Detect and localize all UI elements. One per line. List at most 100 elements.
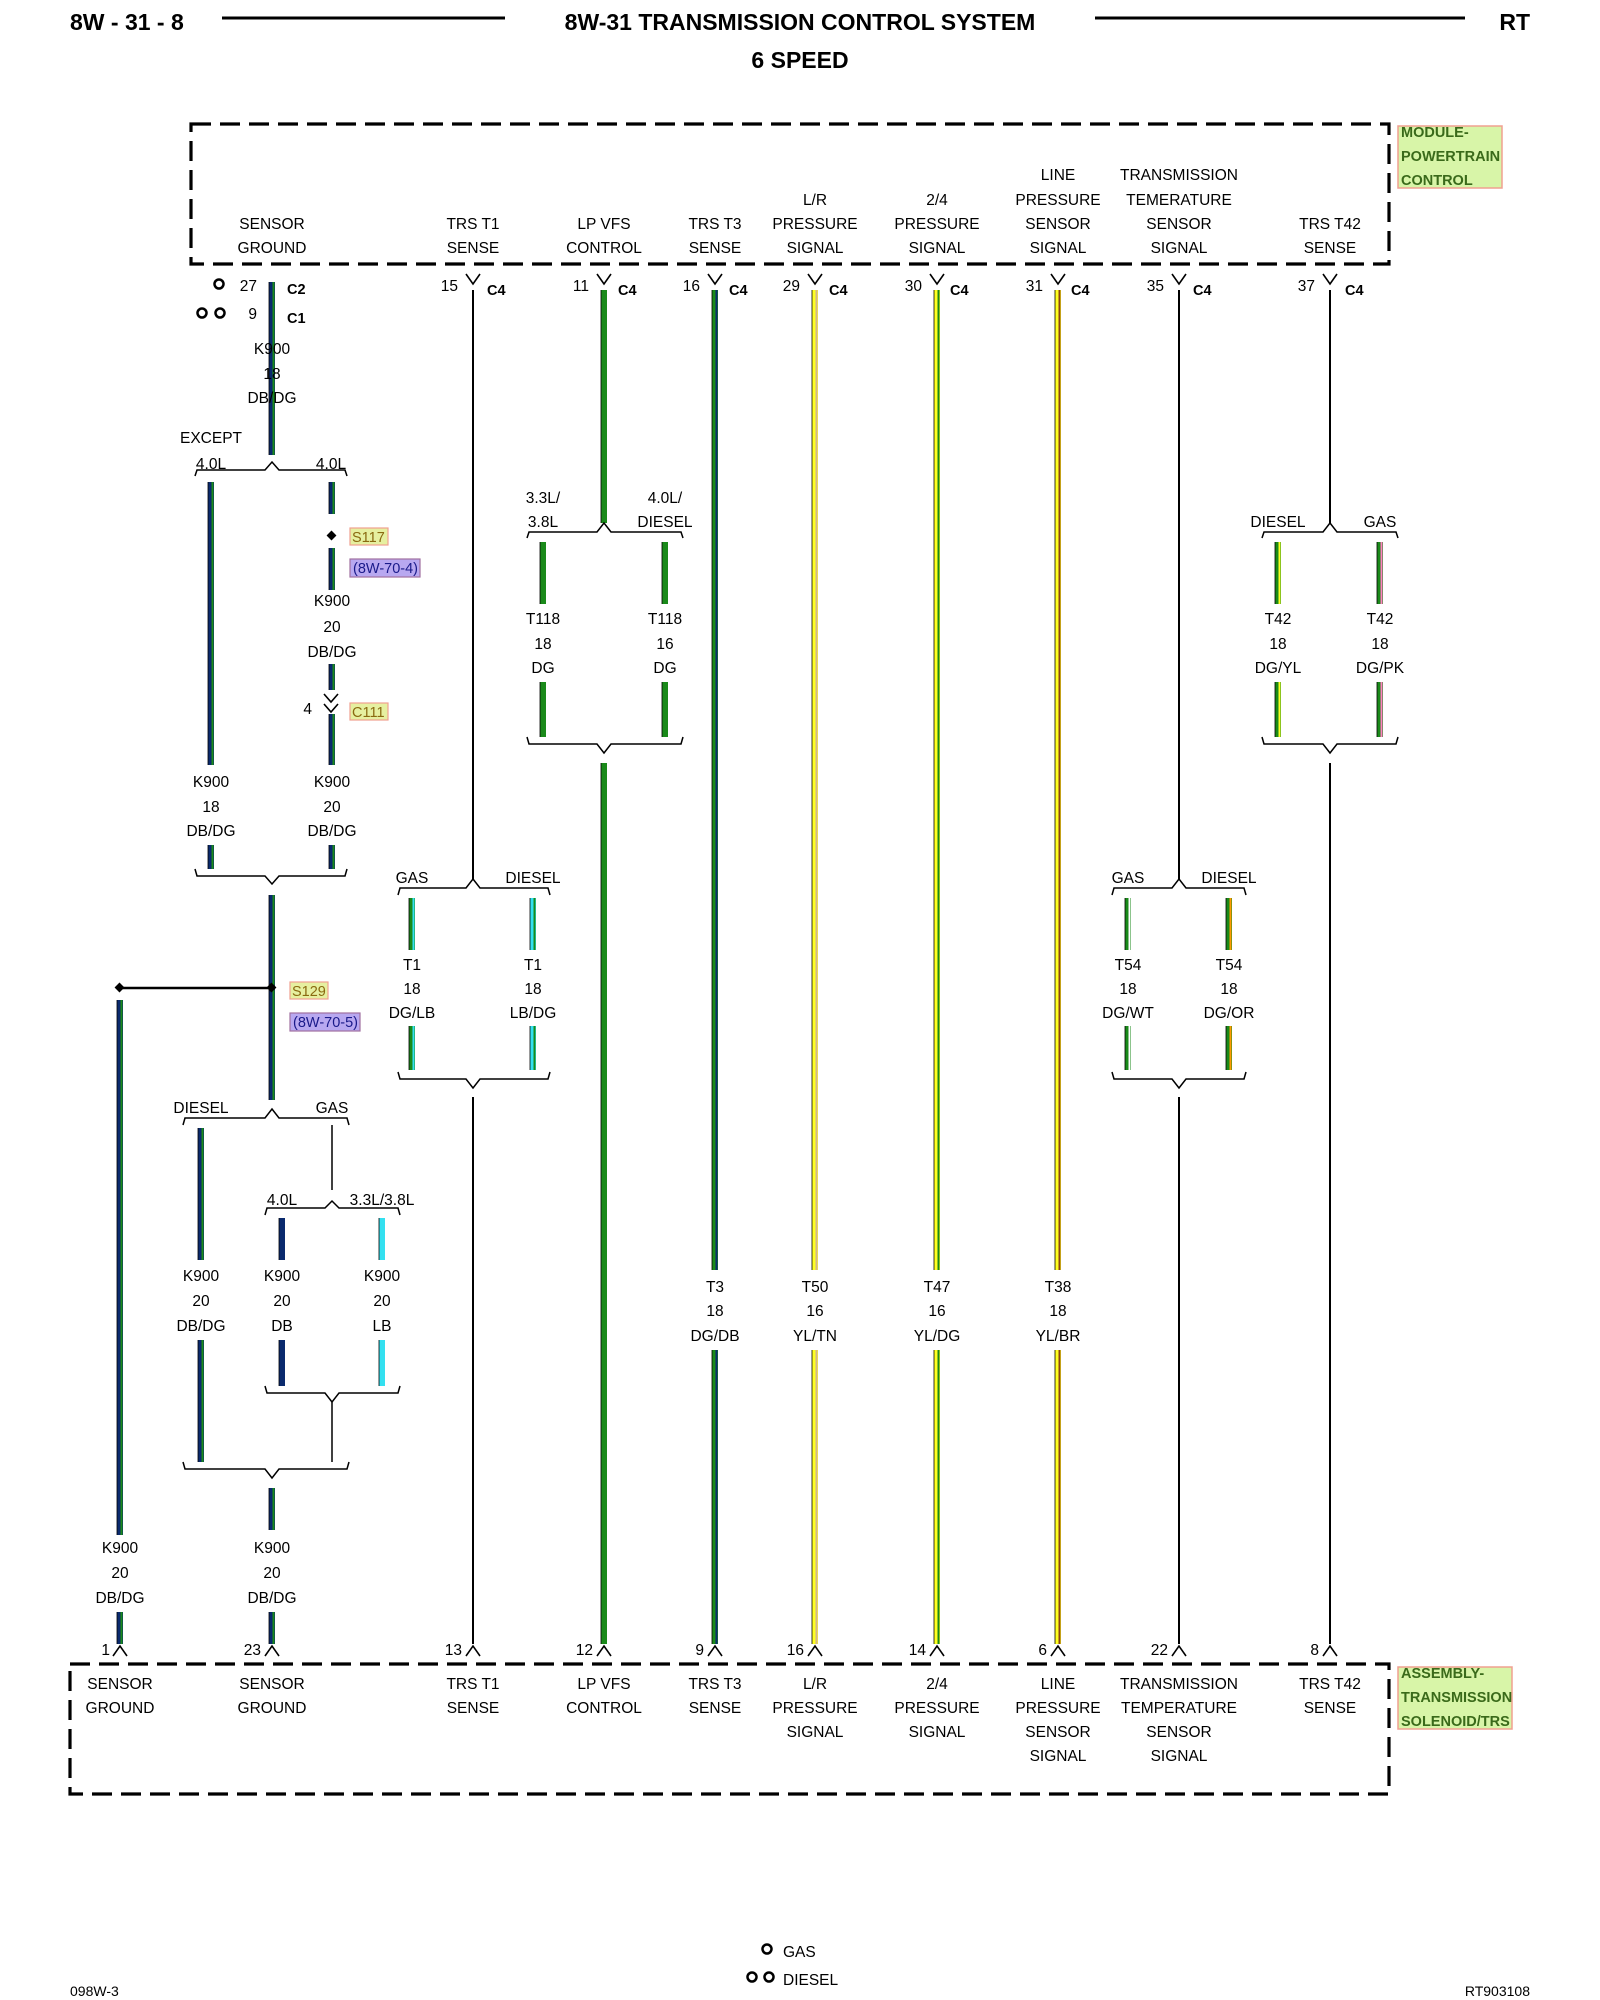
svg-text:18: 18	[1049, 1303, 1066, 1320]
s129-tag: S129	[292, 984, 326, 1000]
svg-text:DB/DG: DB/DG	[247, 390, 296, 407]
wire-label-k900-left: K900 20 DB/DG	[95, 1540, 144, 1607]
sol-label-lr-2: PRESSURE	[772, 1700, 857, 1717]
splice-dots	[114, 530, 337, 993]
wire-k900-40-d	[328, 714, 335, 765]
wire-t42-diesel-b	[1274, 682, 1281, 737]
legend-gas: GAS	[783, 1944, 816, 1961]
model-code: RT	[1499, 9, 1530, 35]
pcm-conn-c4-16: C4	[729, 283, 748, 299]
gas-circle-icon	[213, 278, 225, 290]
pcm-label-sensor-ground-2: GROUND	[238, 240, 307, 257]
s117-dot-icon	[326, 530, 337, 541]
option-t1-diesel: DIESEL	[505, 870, 561, 887]
sol-pin-22: 22	[1151, 1642, 1168, 1659]
pcm-label-trs-t42-1: TRS T42	[1299, 216, 1361, 233]
wire-k900-diesel	[197, 1128, 204, 1260]
pcm-label-lp-vfs-2: CONTROL	[566, 240, 642, 257]
s129-ref-tag[interactable]: (8W-70-5)	[293, 1015, 358, 1031]
sol-label-line-2: PRESSURE	[1015, 1700, 1100, 1717]
pcm-label-sensor-ground-1: SENSOR	[239, 216, 304, 233]
wire-k900-40-e	[328, 845, 335, 869]
braces	[182, 460, 1399, 1480]
wire-label-t3: T3 18 DG/DB	[690, 1279, 739, 1345]
svg-text:DB/DG: DB/DG	[95, 1590, 144, 1607]
pcm-module-box	[189, 122, 1391, 266]
sol-label-gnd2-1: SENSOR	[239, 1676, 304, 1693]
svg-text:DG/DB: DG/DB	[690, 1328, 739, 1345]
pcm-pin-35: 35	[1147, 278, 1164, 295]
legend: GAS DIESEL	[746, 1943, 839, 1989]
s117-ref-tag[interactable]: (8W-70-4)	[353, 561, 418, 577]
svg-text:20: 20	[373, 1293, 391, 1310]
wire-t47-b	[933, 1350, 940, 1644]
option-t54-gas: GAS	[1112, 870, 1145, 887]
pcm-label-line-1: LINE	[1041, 167, 1075, 184]
wire-t47	[933, 290, 940, 1270]
fork-icon	[1322, 273, 1338, 286]
svg-text:T118: T118	[526, 611, 560, 628]
pcm-label-line-4: SIGNAL	[1030, 240, 1087, 257]
join-brace-k900	[194, 868, 348, 886]
svg-text:18: 18	[1269, 636, 1286, 653]
wire-labels: K900 18 DB/DG K900 20 DB/DG K900 18 DB/D…	[95, 341, 1404, 1607]
wire-k900-40-a	[328, 482, 335, 514]
fork-icon	[807, 273, 823, 286]
split-brace-trs-t1	[397, 877, 551, 896]
sol-label-lr-1: L/R	[803, 1676, 827, 1693]
svg-text:16: 16	[806, 1303, 823, 1320]
wire-k900-40-lower	[278, 1218, 285, 1260]
wire-k900-diesel-b	[197, 1340, 204, 1462]
wire-k900-bottom-end	[268, 1612, 275, 1644]
wire-t50	[811, 290, 818, 1270]
pcm-pin-37: 37	[1298, 278, 1315, 295]
sol-label-temp-1: TRANSMISSION	[1120, 1676, 1238, 1693]
option-t54-diesel: DIESEL	[1201, 870, 1257, 887]
option-33-b: 3.8L	[528, 514, 559, 531]
svg-text:K900: K900	[364, 1268, 401, 1285]
pcm-label-trs-t1-1: TRS T1	[446, 216, 499, 233]
join-brace-diesel-gas	[182, 1461, 350, 1480]
wire-label-k900-s117: K900 20 DB/DG	[307, 593, 356, 661]
wire-label-t38: T38 18 YL/BR	[1036, 1279, 1081, 1345]
svg-text:DG/PK: DG/PK	[1356, 660, 1405, 677]
pcm-label-24-3: SIGNAL	[909, 240, 966, 257]
pcm-pin-31: 31	[1026, 278, 1043, 295]
svg-text:18: 18	[534, 636, 551, 653]
sol-label-lr-3: SIGNAL	[787, 1724, 844, 1741]
wire-t118-a-b	[539, 682, 546, 737]
pcm-conn-c4-15: C4	[487, 283, 506, 299]
pcm-label-temp-4: SIGNAL	[1151, 240, 1208, 257]
svg-text:DG/YL: DG/YL	[1255, 660, 1302, 677]
fork-icon	[465, 273, 481, 286]
thin-connections	[120, 986, 333, 1462]
svg-text:K900: K900	[314, 593, 351, 610]
sol-label-lpvfs-2: CONTROL	[566, 1700, 642, 1717]
option-labels: EXCEPT 4.0L 4.0L 3.3L/ 3.8L 4.0L/ DIESEL…	[173, 430, 1396, 1209]
pcm-label-temp-2: TEMERATURE	[1126, 192, 1232, 209]
wire-label-k900-after-c111: K900 20 DB/DG	[307, 774, 356, 840]
wire-lpvfs-top	[600, 290, 607, 523]
pcm-conn-c1: C1	[287, 311, 306, 327]
svg-text:K900: K900	[254, 1540, 291, 1557]
pcm-label-trs-t3-2: SENSE	[689, 240, 742, 257]
pcm-conn-c4-37: C4	[1345, 283, 1364, 299]
wire-k900-40-b	[328, 548, 335, 590]
svg-text:T42: T42	[1367, 611, 1394, 628]
wire-label-t1-diesel: T1 18 LB/DG	[510, 957, 557, 1022]
fork-icon	[807, 1644, 823, 1657]
sol-pin-14: 14	[909, 1642, 927, 1659]
wire-k900-bottom	[268, 1488, 275, 1530]
wire-t54-diesel	[1225, 898, 1232, 950]
pcm-label-lp-vfs-1: LP VFS	[577, 216, 630, 233]
svg-text:K900: K900	[183, 1268, 220, 1285]
wire-t118-a	[539, 542, 546, 604]
page-title: 8W-31 TRANSMISSION CONTROL SYSTEM	[565, 9, 1036, 35]
wire-k900-top	[268, 282, 275, 455]
gas-diesel-markers	[196, 278, 226, 319]
svg-text:K900: K900	[102, 1540, 139, 1557]
svg-text:T1: T1	[524, 957, 542, 974]
option-t42-diesel: DIESEL	[1250, 514, 1306, 531]
option-t42-gas: GAS	[1364, 514, 1397, 531]
pcm-pin-labels: SENSOR GROUND TRS T1 SENSE LP VFS CONTRO…	[238, 167, 1361, 257]
